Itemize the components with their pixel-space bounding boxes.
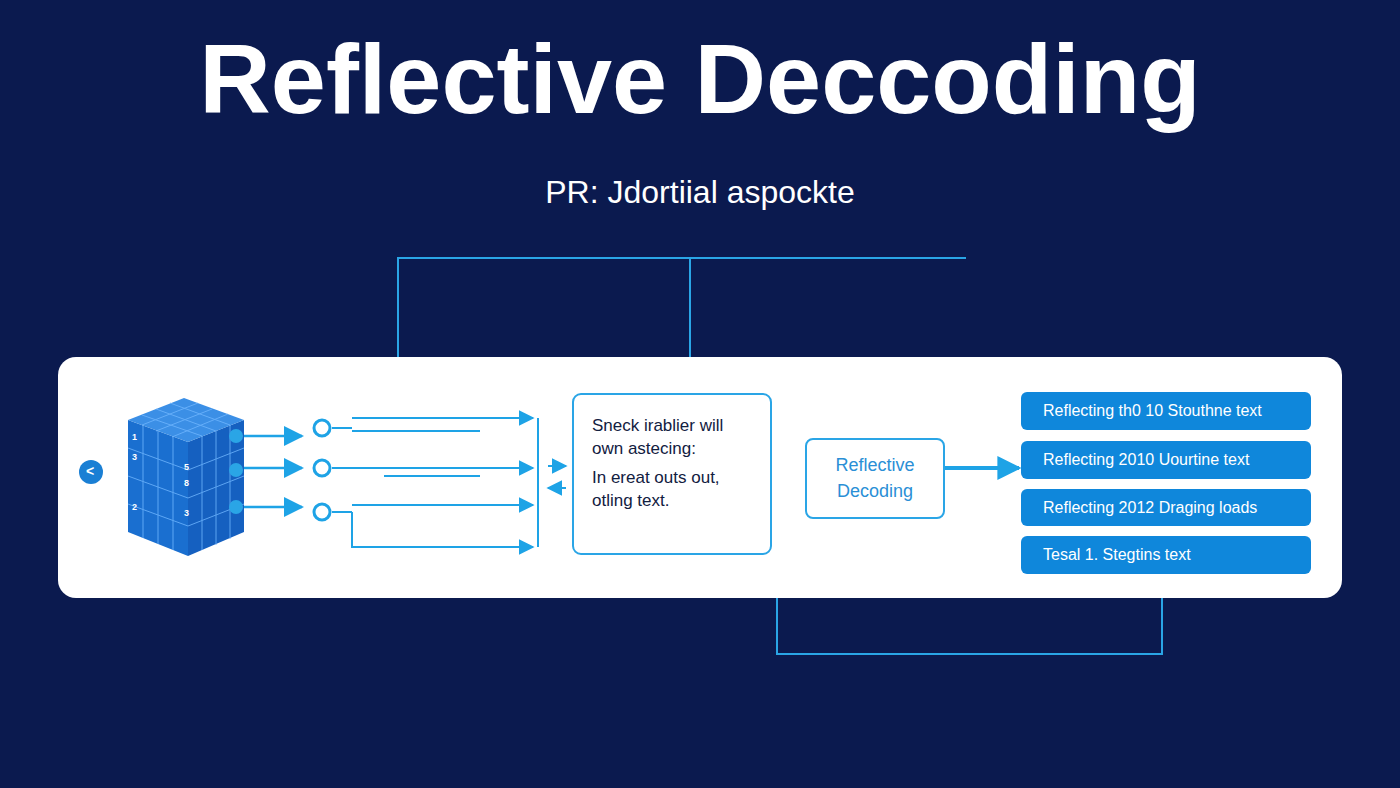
box-text: Sneck irablier will own astecing:: [592, 415, 752, 461]
box-text: Reflecting 2010 Uourtine text: [1043, 451, 1249, 469]
cube-digit: 3: [132, 452, 137, 462]
text-group: Sneck irablier will own astecing: In erea…: [592, 415, 752, 513]
connector-arrow: [945, 466, 1019, 470]
box-text: Tesal 1. Stegtins text: [1043, 546, 1191, 564]
cube-digit: 3: [184, 508, 189, 518]
cube-digit: 8: [184, 478, 189, 488]
cube-digit: 2: [132, 502, 137, 512]
diagram-caption: PR: Jdortiial aspockte: [0, 174, 1400, 211]
output-box: Reflecting th0 10 Stouthne text: [1021, 392, 1311, 430]
output-box: Reflecting 2012 Draging loads: [1021, 489, 1311, 526]
process-box: Reflective Decoding: [805, 438, 945, 519]
cube-digit: 5: [184, 462, 189, 472]
output-box: Tesal 1. Stegtins text: [1021, 536, 1311, 574]
box-text: Reflective Decoding: [817, 453, 933, 503]
process-box: Sneck irablier will own astecing: In erea…: [572, 393, 772, 555]
box-text: Reflecting 2012 Draging loads: [1043, 499, 1257, 517]
box-text: Reflecting th0 10 Stouthne text: [1043, 402, 1262, 420]
diagram-title: Reflective Deccoding: [0, 22, 1400, 136]
output-box: Reflecting 2010 Uourtine text: [1021, 441, 1311, 479]
box-body: In ereat outs out, otling text.: [592, 467, 752, 513]
back-icon: <: [86, 463, 94, 479]
cube-digit: 1: [132, 432, 137, 442]
